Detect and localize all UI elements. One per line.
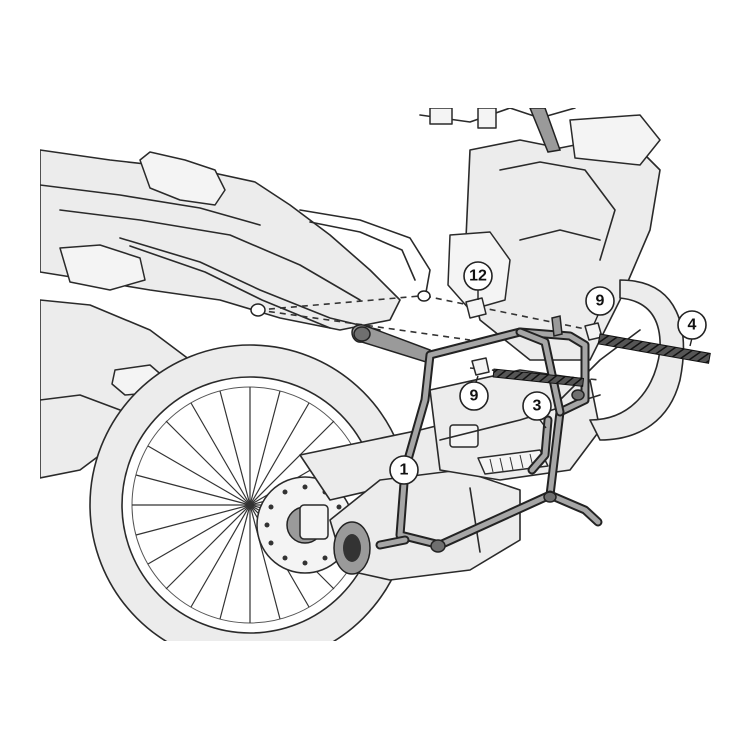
callout-1: 1 xyxy=(389,455,419,485)
callout-9-front-label: 9 xyxy=(596,293,605,310)
callout-9-lower-label: 9 xyxy=(470,388,479,405)
frame-bolt-mid xyxy=(571,389,585,401)
subframe-tube-lower xyxy=(129,245,331,329)
exhaust-seam xyxy=(469,487,481,553)
tank-contour xyxy=(499,161,616,261)
grab-rail xyxy=(299,209,431,299)
tail-upper-line xyxy=(40,184,261,226)
support-arm-end xyxy=(353,326,371,342)
exhaust-outlet xyxy=(343,534,361,562)
steering-head xyxy=(569,114,661,166)
luggage-rack xyxy=(139,151,226,206)
spacer-9-lower xyxy=(471,357,490,376)
callout-4: 4 xyxy=(677,310,707,347)
bolt-lower xyxy=(492,368,585,387)
frame-bolt-rear xyxy=(543,491,557,503)
mount-hole-rear xyxy=(250,303,266,317)
handlebar xyxy=(419,108,576,123)
callout-9-front: 9 xyxy=(585,286,615,325)
callout-12: 12 xyxy=(463,261,493,300)
grab-rail-inner xyxy=(309,221,416,281)
engine-part xyxy=(449,424,479,448)
bolt-4 xyxy=(597,333,711,364)
callout-3-label: 3 xyxy=(533,398,542,415)
tail-edge-line xyxy=(59,209,361,301)
frame-top-tab xyxy=(551,315,563,337)
brake-caliper xyxy=(299,504,329,540)
mount-hole-upper xyxy=(417,290,431,302)
mirror-mount xyxy=(429,108,453,125)
frame-bolt-lower xyxy=(430,539,446,553)
fork-leg xyxy=(529,108,562,153)
callout-4-label: 4 xyxy=(688,317,697,334)
callout-9-lower: 9 xyxy=(459,375,489,411)
alignment-line-rear xyxy=(257,309,471,341)
tank-line xyxy=(519,229,601,241)
spacer-12 xyxy=(465,297,487,319)
alignment-line-upper xyxy=(257,295,421,311)
fender-line xyxy=(40,394,121,411)
callout-1-label: 1 xyxy=(400,462,409,479)
callout-12-label: 12 xyxy=(469,268,487,285)
bar-clamp xyxy=(477,108,497,129)
tail-light-housing xyxy=(59,244,146,291)
alignment-line-front xyxy=(424,295,601,333)
callout-3: 3 xyxy=(522,391,552,429)
